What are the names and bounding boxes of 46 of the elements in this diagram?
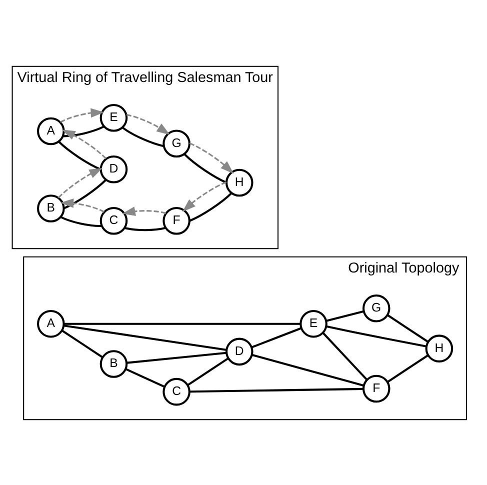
node-circle: E (100, 103, 128, 132)
connector (58, 140, 102, 170)
connector (187, 357, 229, 386)
arrow (60, 108, 104, 122)
connector (126, 351, 226, 364)
arrow (60, 198, 105, 212)
connector (322, 332, 368, 380)
node-circle: H (425, 334, 454, 362)
connector (64, 322, 301, 324)
connector (190, 387, 364, 392)
node-circle: F (162, 206, 190, 234)
node-circle: H (225, 168, 254, 196)
connector (251, 326, 302, 348)
connector (64, 324, 226, 350)
connector (386, 314, 428, 342)
node-circle: B (37, 194, 65, 222)
node-circle: G (362, 294, 390, 322)
node-circle: G (162, 129, 190, 157)
node-circle: A (37, 116, 65, 145)
connector (60, 216, 102, 226)
connector (252, 353, 364, 386)
connector (184, 153, 227, 184)
connector (63, 125, 104, 137)
connector (122, 126, 164, 147)
connector (125, 368, 165, 388)
connector (61, 329, 104, 358)
node-circle: F (362, 374, 390, 402)
connector (326, 310, 364, 322)
connector (64, 178, 107, 209)
arrow (189, 142, 234, 174)
arrow (58, 167, 103, 198)
node-circle: C (100, 206, 128, 234)
connector (326, 324, 426, 347)
node-circle: A (37, 309, 65, 338)
arrow (182, 180, 227, 212)
connector (124, 226, 166, 231)
connector (386, 354, 428, 382)
node-circle: C (162, 377, 190, 406)
arrow (126, 113, 170, 134)
connector (189, 192, 232, 222)
arrow (122, 206, 166, 216)
node-circle: D (100, 154, 128, 183)
node-circle: B (100, 350, 128, 378)
node-circle: D (225, 337, 254, 366)
arrow (62, 129, 107, 159)
node-circle: E (300, 309, 328, 338)
